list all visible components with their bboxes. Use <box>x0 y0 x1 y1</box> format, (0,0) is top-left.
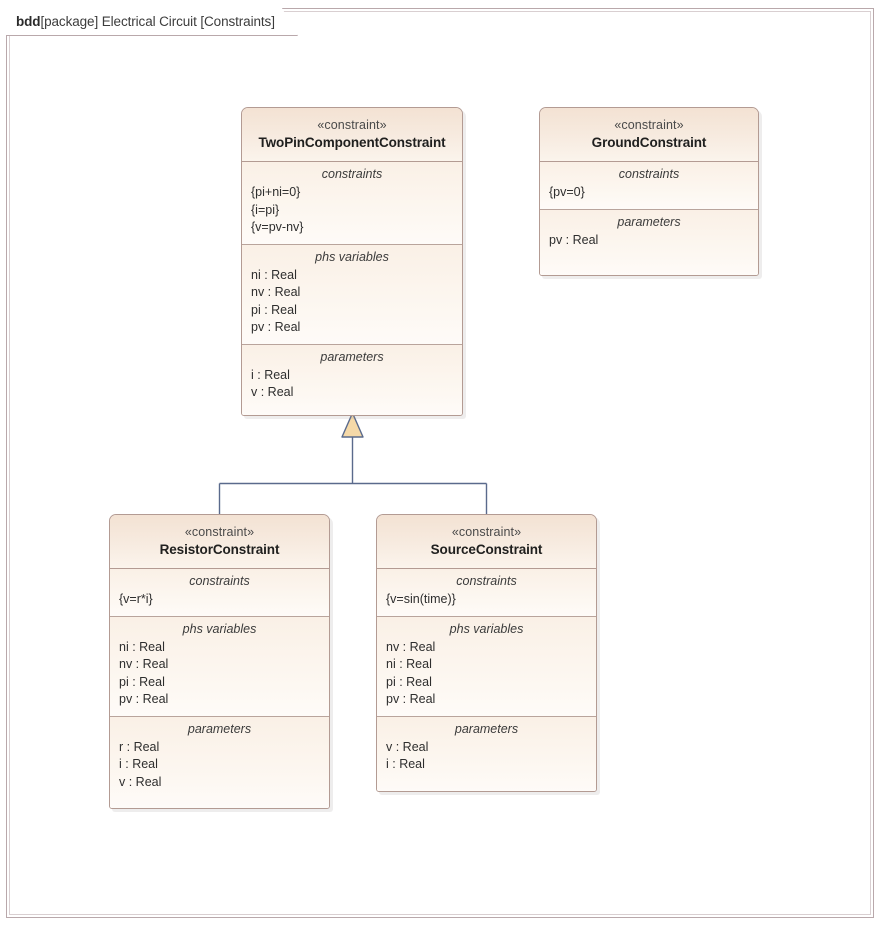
compartment-entry: i : Real <box>386 757 425 772</box>
compartment-entry: v : Real <box>251 385 294 400</box>
block-stereotype: «constraint» <box>184 525 255 539</box>
block-groundconstraint[interactable]: «constraint» GroundConstraint constraint… <box>539 107 759 277</box>
compartment-entry: {v=pv-nv} <box>251 220 304 235</box>
block-title: ResistorConstraint <box>159 541 280 557</box>
compartment-entry: v : Real <box>119 774 162 789</box>
compartment-label: parameters <box>187 721 252 736</box>
compartment-entry: v : Real <box>386 739 429 754</box>
block-title: TwoPinComponentConstraint <box>258 134 446 150</box>
compartment-parameters: parameters r : Real i : Real v : Real <box>110 716 329 809</box>
compartment-label: constraints <box>456 574 517 589</box>
compartment-label: constraints <box>321 167 383 182</box>
block-title: GroundConstraint <box>591 134 707 150</box>
compartment-entry: i : Real <box>251 367 290 382</box>
compartment-label: parameters <box>617 214 681 229</box>
block-stereotype: «constraint» <box>317 118 387 132</box>
block-header: «constraint» GroundConstraint <box>540 108 758 163</box>
compartment-label: phs variables <box>182 621 257 636</box>
compartment-entry: ni : Real <box>251 267 297 282</box>
block-stereotype: «constraint» <box>614 118 684 132</box>
diagram-kind-label: bdd <box>16 14 41 29</box>
frame-tab-background <box>6 8 297 35</box>
compartment-entry: pv : Real <box>386 692 436 707</box>
compartment-phs-variables: phs variables nv : Real ni : Real pi : R… <box>377 616 596 717</box>
compartment-entry: pi : Real <box>119 674 165 689</box>
compartment-label: parameters <box>454 721 519 736</box>
diagram-scope-label: [package] Electrical Circuit [Constraint… <box>40 14 275 29</box>
block-sourceconstraint[interactable]: «constraint» SourceConstraint constraint… <box>376 514 597 792</box>
compartment-entry: nv : Real <box>386 639 436 654</box>
compartment-constraints: constraints {pv=0} <box>540 162 758 210</box>
compartment-label: parameters <box>320 349 384 364</box>
compartment-entry: pv : Real <box>549 232 599 247</box>
block-stereotype: «constraint» <box>451 525 522 539</box>
compartment-parameters: parameters i : Real v : Real <box>242 344 462 415</box>
compartment-entry: {i=pi} <box>251 202 280 217</box>
compartment-entry: {v=r*i} <box>119 592 153 607</box>
compartment-entry: nv : Real <box>119 657 169 672</box>
block-resistorconstraint[interactable]: «constraint» ResistorConstraint constrai… <box>109 514 330 810</box>
compartment-entry: pv : Real <box>119 692 169 707</box>
compartment-entry: nv : Real <box>251 285 301 300</box>
compartment-entry: pv : Real <box>251 320 301 335</box>
diagram-frame-label: bdd [package] Electrical Circuit [Constr… <box>6 8 298 36</box>
compartment-label: constraints <box>618 167 680 182</box>
block-twopincomponentconstraint[interactable]: «constraint» TwoPinComponentConstraint c… <box>241 107 463 416</box>
compartment-parameters: parameters v : Real i : Real <box>377 716 596 791</box>
block-header: «constraint» ResistorConstraint <box>110 515 329 570</box>
block-header: «constraint» TwoPinComponentConstraint <box>242 108 462 163</box>
compartment-parameters: parameters pv : Real <box>540 209 758 276</box>
compartment-entry: {v=sin(time)} <box>386 592 456 607</box>
compartment-phs-variables: phs variables ni : Real nv : Real pi : R… <box>242 244 462 345</box>
compartment-entry: {pv=0} <box>549 185 585 200</box>
block-title: SourceConstraint <box>430 541 543 557</box>
compartment-constraints: constraints {v=sin(time)} <box>377 569 596 617</box>
compartment-phs-variables: phs variables ni : Real nv : Real pi : R… <box>110 616 329 717</box>
compartment-entry: pi : Real <box>386 674 432 689</box>
compartment-label: constraints <box>189 574 250 589</box>
compartment-entry: r : Real <box>119 739 160 754</box>
compartment-label: phs variables <box>449 621 524 636</box>
compartment-entry: ni : Real <box>119 639 165 654</box>
compartment-entry: pi : Real <box>251 302 297 317</box>
compartment-label: phs variables <box>315 249 389 264</box>
compartment-entry: {pi+ni=0} <box>251 185 301 200</box>
compartment-constraints: constraints {v=r*i} <box>110 569 329 617</box>
compartment-entry: i : Real <box>119 757 158 772</box>
compartment-entry: ni : Real <box>386 657 432 672</box>
compartment-constraints: constraints {pi+ni=0} {i=pi} {v=pv-nv} <box>242 162 462 245</box>
block-header: «constraint» SourceConstraint <box>377 515 596 570</box>
